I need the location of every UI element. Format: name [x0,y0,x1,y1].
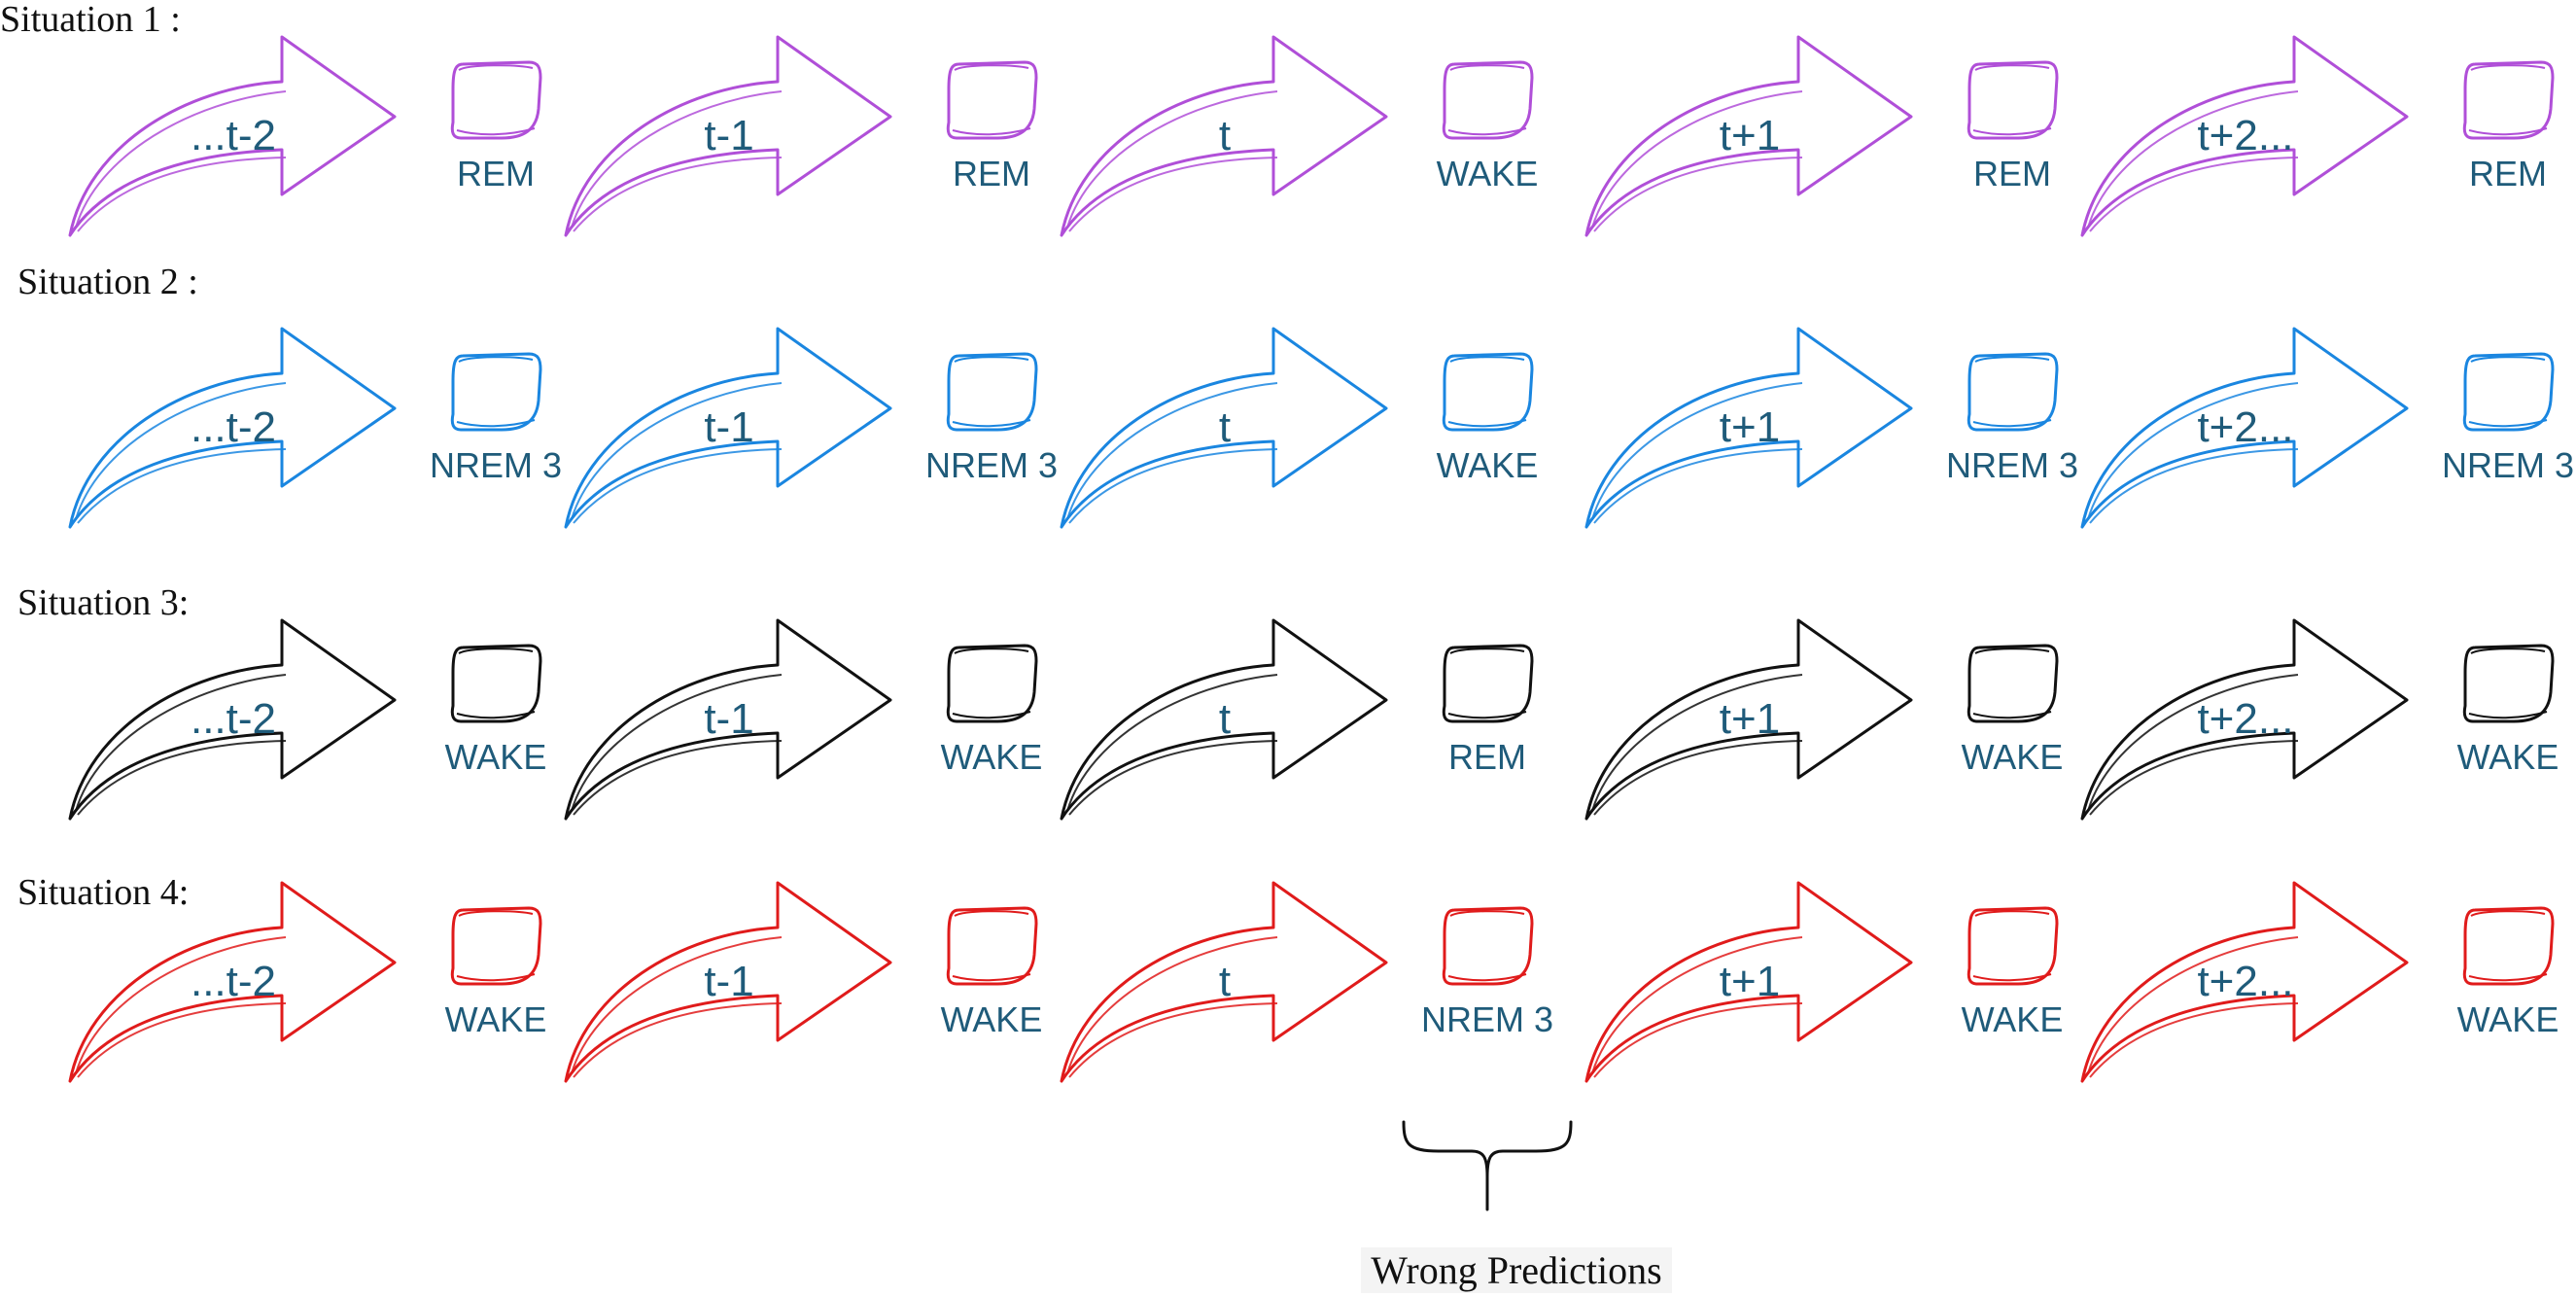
situation-2-step-label-5: t+2... [2197,403,2294,451]
situation-3-step-label-1: ...t-2 [190,695,277,743]
situation-1-state-box-5 [2462,60,2555,140]
wrong-predictions-brace [1402,1120,1573,1211]
situation-2-arrow-1 [68,327,397,529]
situation-1-arrow-3 [1060,35,1388,237]
situation-4-step-label-4: t+1 [1719,958,1781,1005]
situation-1-state-box-3 [1442,60,1534,140]
situation-2-step-label-3: t [1218,403,1232,451]
situation-2-arrow-4 [1584,327,1913,529]
situation-3-state-box-5 [2462,644,2555,723]
situation-3-state-label-4: WAKE [1961,737,2064,777]
situation-1-title: Situation 1 : [0,0,181,40]
situation-2-state-box-3 [1442,352,1534,432]
situation-4-step-label-5: t+2... [2197,958,2294,1005]
situation-1-step-label-4: t+1 [1719,112,1781,159]
situation-4-step-label-1: ...t-2 [190,958,277,1005]
situation-3-state-label-1: WAKE [444,737,547,777]
situation-3-arrow-5 [2080,618,2409,821]
situation-1-step-label-1: ...t-2 [190,112,277,159]
situation-3-state-label-5: WAKE [2456,737,2559,777]
situation-3-state-box-3 [1442,644,1534,723]
situation-1-arrow-4 [1584,35,1913,237]
situation-4-state-box-2 [946,906,1038,986]
situation-4-state-box-1 [450,906,542,986]
situation-2-state-label-5: NREM 3 [2441,445,2575,485]
situation-1-state-label-3: WAKE [1436,154,1539,193]
situation-3-arrow-4 [1584,618,1913,821]
situation-2-state-label-1: NREM 3 [429,445,563,485]
situation-2-state-label-2: NREM 3 [924,445,1059,485]
situation-2-state-label-4: NREM 3 [1945,445,2079,485]
situation-1-arrow-1 [68,35,397,237]
situation-2-arrow-5 [2080,327,2409,529]
situation-4-state-label-4: WAKE [1961,999,2064,1039]
situation-2-arrow-3 [1060,327,1388,529]
situation-2-arrow-2 [564,327,892,529]
situation-3-step-label-5: t+2... [2197,695,2294,743]
situation-2-step-label-4: t+1 [1719,403,1781,451]
situation-3-state-box-2 [946,644,1038,723]
situation-1-arrow-2 [564,35,892,237]
situation-2-state-box-4 [1967,352,2059,432]
situation-3-arrow-1 [68,618,397,821]
situation-1-step-label-3: t [1218,112,1232,159]
situation-2-step-label-1: ...t-2 [190,403,277,451]
situation-4-state-box-3 [1442,906,1534,986]
situation-1-state-label-5: REM [2469,154,2547,193]
situation-1-step-label-5: t+2... [2197,112,2294,159]
situation-4-step-label-2: t-1 [704,958,754,1005]
situation-1-step-label-2: t-1 [704,112,754,159]
situation-4-state-box-4 [1967,906,2059,986]
situation-1-state-box-2 [946,60,1038,140]
situation-2-state-label-3: WAKE [1436,445,1539,485]
situation-4-state-box-5 [2462,906,2555,986]
situation-4-title: Situation 4: [17,872,190,913]
situation-1-state-box-4 [1967,60,2059,140]
situation-3-step-label-3: t [1218,695,1232,743]
situation-4-state-label-1: WAKE [444,999,547,1039]
situation-4-state-label-3: NREM 3 [1420,999,1554,1039]
situation-2-step-label-2: t-1 [704,403,754,451]
situation-4-arrow-3 [1060,881,1388,1083]
situation-3-state-label-2: WAKE [940,737,1043,777]
situation-2-state-box-2 [946,352,1038,432]
situation-2-state-box-1 [450,352,542,432]
situation-1-state-label-2: REM [953,154,1030,193]
situation-1-state-box-1 [450,60,542,140]
situation-3-step-label-2: t-1 [704,695,754,743]
situation-2-title: Situation 2 : [17,262,198,302]
wrong-predictions-label: Wrong Predictions [1361,1247,1672,1293]
situation-4-arrow-5 [2080,881,2409,1083]
situation-4-state-label-2: WAKE [940,999,1043,1039]
situation-1-arrow-5 [2080,35,2409,237]
situation-3-step-label-4: t+1 [1719,695,1781,743]
situation-4-arrow-2 [564,881,892,1083]
situation-2-state-box-5 [2462,352,2555,432]
situation-3-arrow-3 [1060,618,1388,821]
situation-1-state-label-1: REM [457,154,535,193]
situation-1-state-label-4: REM [1973,154,2051,193]
situation-4-state-label-5: WAKE [2456,999,2559,1039]
situation-4-arrow-4 [1584,881,1913,1083]
situation-3-state-label-3: REM [1448,737,1526,777]
situation-3-title: Situation 3: [17,582,190,623]
situation-4-arrow-1 [68,881,397,1083]
situation-4-step-label-3: t [1218,958,1232,1005]
situation-3-arrow-2 [564,618,892,821]
situation-3-state-box-4 [1967,644,2059,723]
situation-3-state-box-1 [450,644,542,723]
